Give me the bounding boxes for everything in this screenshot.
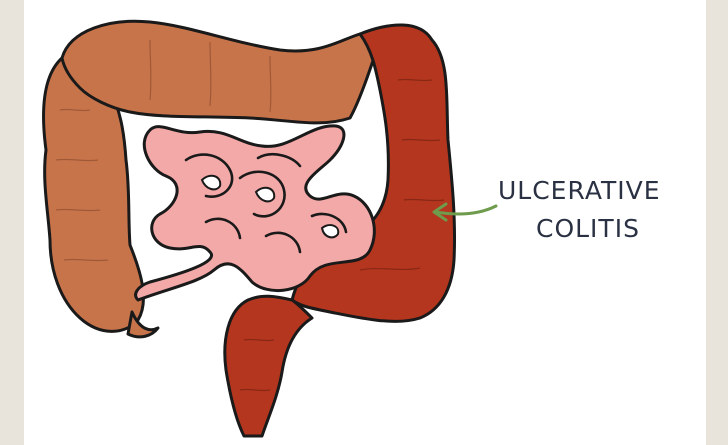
label-line-1: ULCERATIVE — [498, 172, 708, 210]
appendix — [128, 312, 158, 337]
transverse-colon — [62, 21, 382, 123]
ulcerative-colitis-label: ULCERATIVE COLITIS — [498, 172, 708, 248]
label-line-2: COLITIS — [498, 210, 708, 248]
rectum-inflamed — [225, 296, 312, 436]
